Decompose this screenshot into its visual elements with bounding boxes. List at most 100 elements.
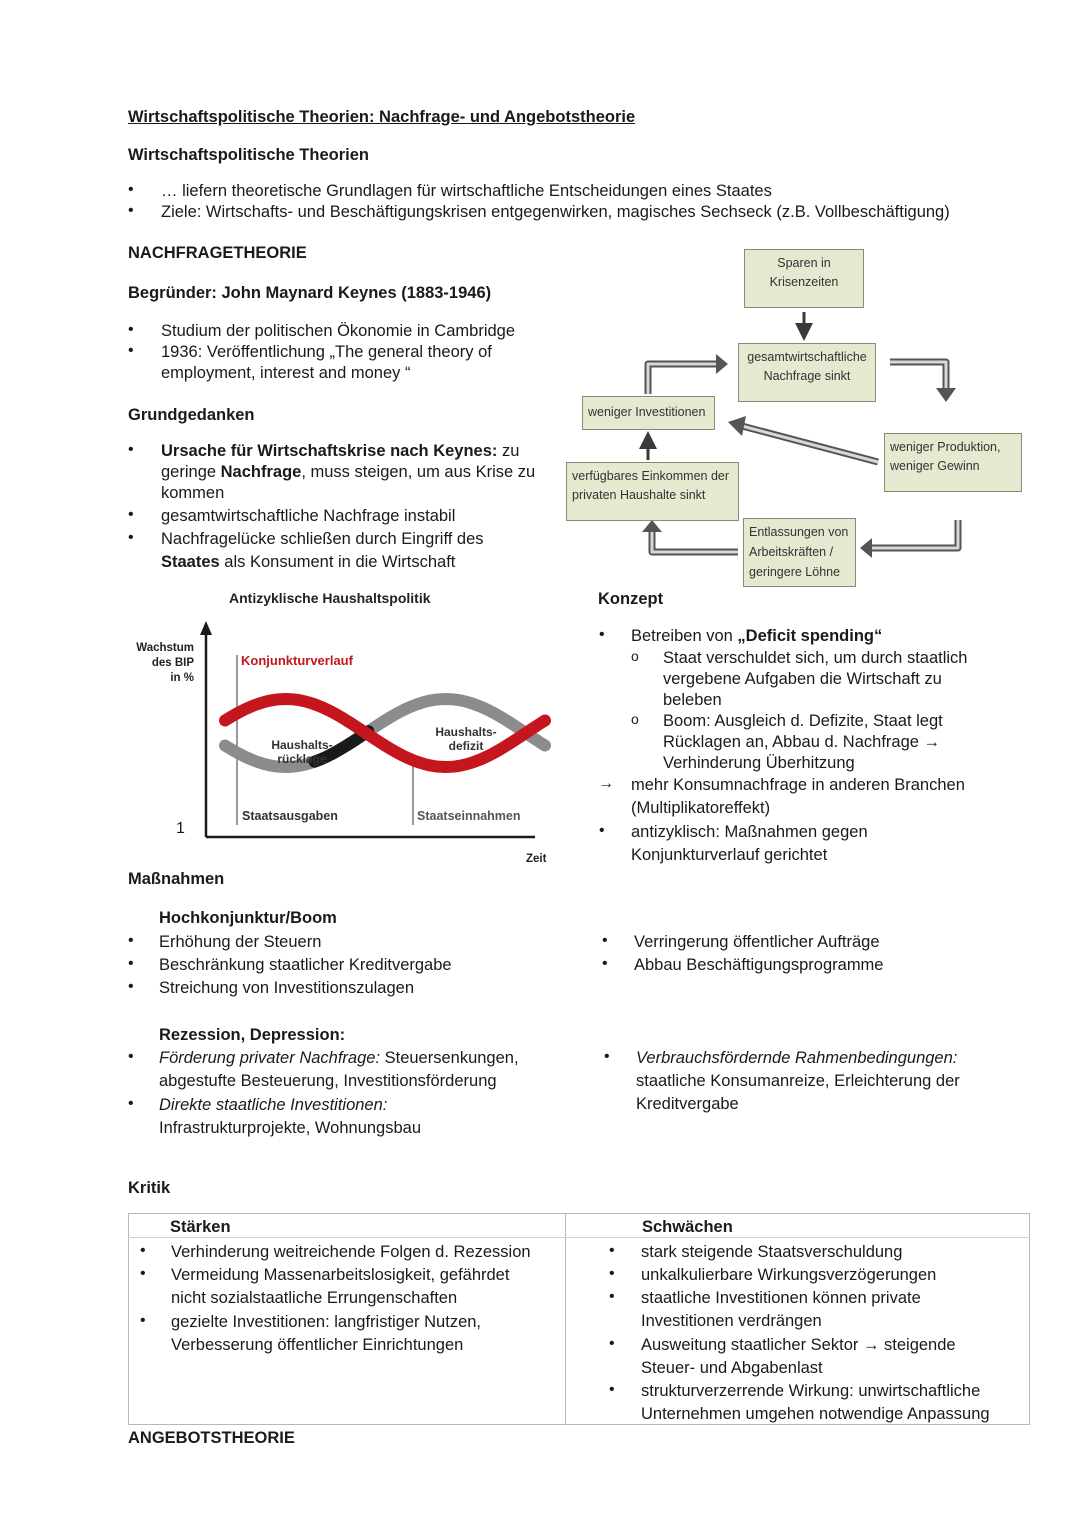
arrow-right-icon: → (598, 775, 614, 792)
schwaeche-2: unkalkulierbare Wirkungsverzögerungen (641, 1266, 937, 1284)
founder-bullet-1: Studium der politischen Ökonomie in Camb… (161, 322, 516, 340)
schwaeche-4-line2: Steuer- und Abgabenlast (641, 1359, 823, 1377)
staerke-1: Verhinderung weitreichende Folgen d. Rez… (171, 1243, 531, 1261)
label-haushaltsdefizit: Haushalts-defizit (435, 725, 497, 753)
grund-bullet-1-line3: kommen (161, 484, 225, 502)
schwaeche-5-line1: strukturverzerrende Wirkung: unwirtschaf… (641, 1382, 981, 1400)
bullet-icon: • (128, 529, 134, 546)
konzept-heading: Konzept (598, 590, 664, 608)
boom-left-1: Erhöhung der Steuern (159, 933, 322, 951)
bullet-icon: • (140, 1265, 146, 1282)
sub-bullet-icon: o (631, 711, 639, 727)
bullet-icon: • (128, 342, 134, 359)
grund-bullet-1-line1: Ursache für Wirtschaftskrise nach Keynes… (161, 442, 520, 460)
konzept-bullet-1: Betreiben von „Deficit spending“ (631, 627, 883, 645)
kritik-heading: Kritik (128, 1179, 171, 1197)
bullet-icon: • (140, 1312, 146, 1329)
flow-box-weniger-produktion: weniger Produktion,weniger Gewinn (884, 433, 1022, 492)
konzept-sub2-line3: Verhinderung Überhitzung (663, 754, 855, 772)
schwaeche-3-line2: Investitionen verdrängen (641, 1312, 822, 1330)
konzept-sub1-line2: vergebene Aufgaben die Wirtschaft zu (663, 670, 942, 688)
boom-heading: Hochkonjunktur/Boom (159, 909, 337, 927)
arrow-investitionen-to-nachfrage (644, 354, 728, 394)
konzept-sub2-line1: Boom: Ausgleich d. Defizite, Staat legt (663, 712, 943, 730)
bullet-icon: • (609, 1242, 615, 1259)
bullet-icon: • (609, 1288, 615, 1305)
staerke-3-line1: gezielte Investitionen: langfristiger Nu… (171, 1313, 482, 1331)
grund-bullet-3-line1: Nachfragelücke schließen durch Eingriff … (161, 530, 484, 548)
staerken-cell (128, 1237, 566, 1425)
bullet-icon: • (609, 1335, 615, 1352)
intro-bullet-2: Ziele: Wirtschafts- und Beschäftigungskr… (161, 203, 950, 221)
arrow-produktion-to-investitionen (728, 416, 879, 466)
boom-right-1: Verringerung öffentlicher Aufträge (634, 933, 880, 951)
boom-right-2: Abbau Beschäftigungsprogramme (634, 956, 884, 974)
label-zeit: Zeit (526, 853, 547, 865)
staerken-header-cell (128, 1213, 566, 1238)
rez-right-1-line3: Kreditvergabe (636, 1095, 739, 1113)
rez-right-1-line1: Verbrauchsfördernde Rahmenbedingungen: (636, 1049, 958, 1067)
label-haushaltsruecklage: Haushalts-rücklage (271, 738, 333, 766)
flow-box-weniger-investitionen: weniger Investitionen (582, 396, 715, 430)
bullet-icon: • (140, 1242, 146, 1259)
chart-title: Antizyklische Haushaltspolitik (229, 590, 431, 606)
rezession-heading: Rezession, Depression: (159, 1026, 346, 1044)
flow-arrows (639, 312, 962, 558)
founder-bullet-2-line1: 1936: Veröffentlichung „The general theo… (161, 343, 492, 361)
konjunkturverlauf-curve (219, 692, 551, 774)
rez-right-1-line2: staatliche Konsumanreize, Erleichterung … (636, 1072, 960, 1090)
konzept-sub1-line3: beleben (663, 691, 722, 709)
y-axis-arrow-icon (200, 621, 212, 635)
schwaechen-header-cell (565, 1213, 1030, 1238)
bullet-icon: • (599, 626, 605, 643)
konzept-bullet-2-line2: Konjunkturverlauf gerichtet (631, 846, 828, 864)
bullet-icon: • (599, 822, 605, 839)
bullet-icon: • (128, 321, 134, 338)
rez-left-2-line2: Infrastrukturprojekte, Wohnungsbau (159, 1119, 422, 1137)
grund-bullet-1-line2: geringe Nachfrage, muss steigen, um aus … (161, 463, 536, 481)
schwaeche-3-line1: staatliche Investitionen können private (641, 1289, 921, 1307)
label-staatseinnahmen: Staatseinnahmen (417, 809, 521, 823)
bullet-icon: • (128, 506, 134, 523)
arrow-nachfrage-to-produktion (890, 358, 956, 402)
arrow-entlassungen-to-einkommen (642, 520, 738, 556)
bullet-icon: • (128, 202, 134, 219)
sub-bullet-icon: o (631, 648, 639, 664)
bullet-icon: • (604, 1048, 610, 1065)
boom-left-3: Streichung von Investitionszulagen (159, 979, 414, 997)
staerke-2-line2: nicht sozialstaatliche Errungenschaften (171, 1289, 458, 1307)
konzept-bullet-2-line1: antizyklisch: Maßnahmen gegen (631, 823, 868, 841)
bullet-icon: • (128, 1048, 134, 1065)
intro-bullet-1: … liefern theoretische Grundlagen für wi… (161, 182, 772, 200)
massnahmen-heading: Maßnahmen (128, 870, 225, 888)
haushalt-curve (219, 692, 551, 774)
staerke-2-line1: Vermeidung Massenarbeitslosigkeit, gefäh… (171, 1266, 510, 1284)
grund-bullet-2: gesamtwirtschaftliche Nachfrage instabil (161, 507, 456, 525)
label-staatsausgaben: Staatsausgaben (242, 809, 338, 823)
section-heading-angebotstheorie: ANGEBOTSTHEORIE (128, 1429, 295, 1447)
bullet-icon: • (128, 1095, 134, 1112)
bullet-icon: • (128, 955, 134, 972)
arrow-produktion-to-entlassungen (860, 520, 962, 558)
staerken-heading: Stärken (170, 1218, 231, 1236)
bullet-icon: • (128, 978, 134, 995)
schwaeche-1: stark steigende Staatsverschuldung (641, 1243, 903, 1261)
bullet-icon: • (609, 1381, 615, 1398)
schwaeche-5-line2: Unternehmen umgehen notwendige Anpassung (641, 1405, 990, 1423)
boom-left-2: Beschränkung staatlicher Kreditvergabe (159, 956, 452, 974)
founder-line: Begründer: John Maynard Keynes (1883-194… (128, 284, 492, 302)
bullet-icon: • (602, 932, 608, 949)
grundgedanken-heading: Grundgedanken (128, 406, 255, 424)
label-konjunkturverlauf: Konjunkturverlauf (241, 653, 353, 668)
schwaechen-cell (565, 1237, 1030, 1425)
schwaeche-4-line1: Ausweitung staatlicher Sektor → steigend… (641, 1336, 956, 1354)
staerke-3-line2: Verbesserung öffentlicher Einrichtungen (171, 1336, 464, 1354)
rez-left-2-line1: Direkte staatliche Investitionen: (159, 1096, 388, 1114)
page-title: Wirtschaftspolitische Theorien: Nachfrag… (128, 108, 636, 126)
rez-left-1-line1: Förderung privater Nachfrage: Steuersenk… (159, 1049, 519, 1067)
